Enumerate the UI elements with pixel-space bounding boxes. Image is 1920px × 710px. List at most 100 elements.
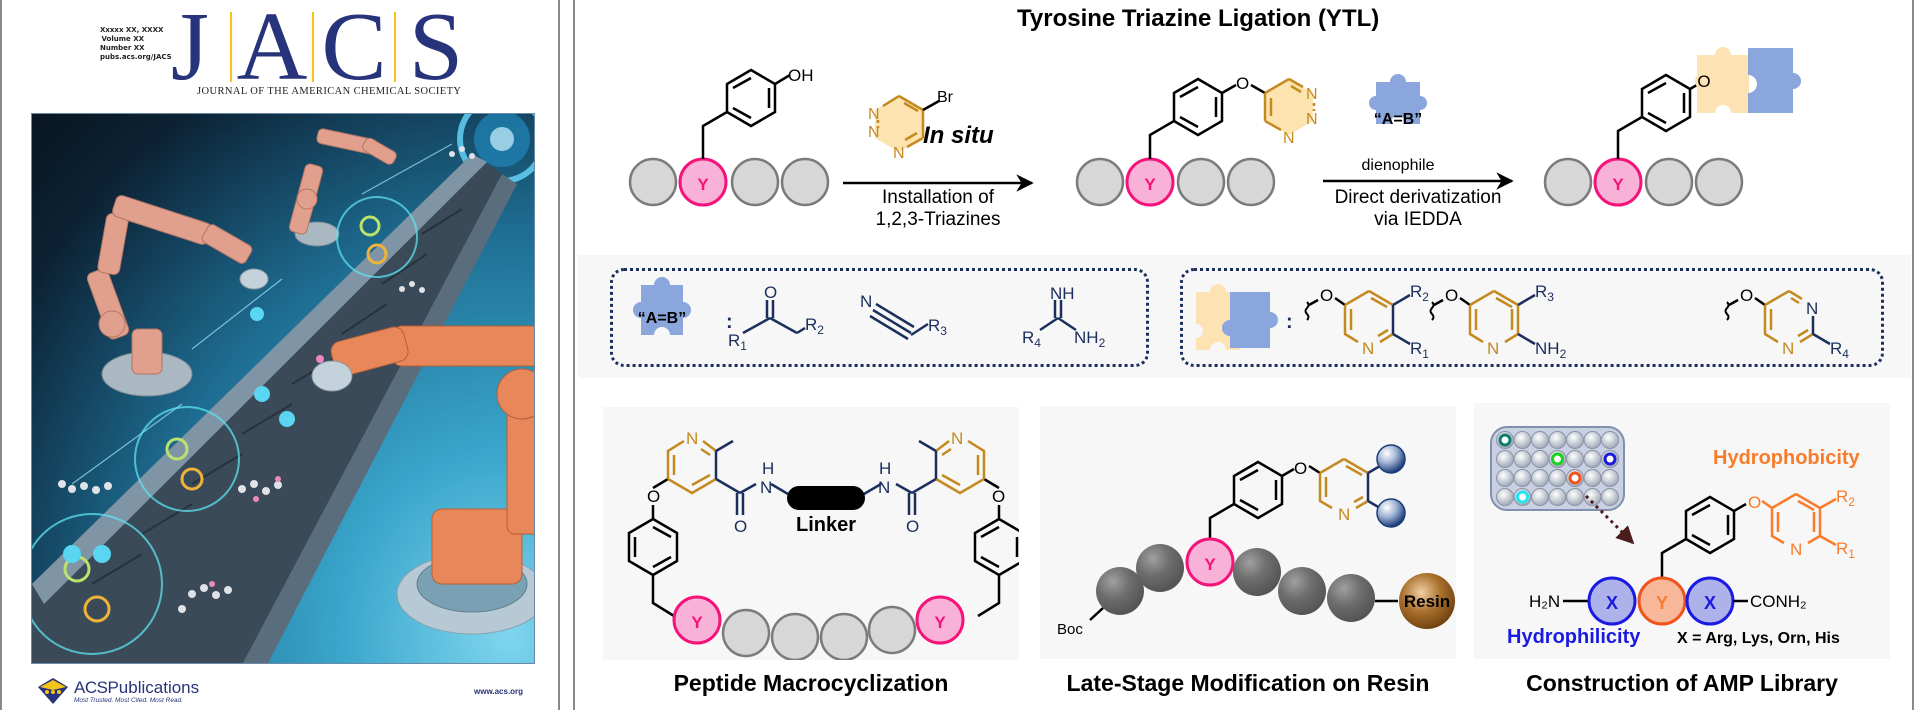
light-streak: [71, 403, 183, 485]
step1-label-line1: Installation of: [882, 187, 994, 208]
residue-bead: [1543, 157, 1593, 207]
well: [1583, 450, 1602, 468]
dienophile-label: “A=B”: [638, 310, 686, 327]
modified-tyrosine-bead: [1637, 576, 1687, 626]
r2-label: R2: [1410, 282, 1429, 304]
boc-label: Boc: [1057, 621, 1083, 638]
acs-eagle-icon: [38, 678, 68, 704]
well: [1496, 488, 1514, 506]
well: [1496, 450, 1514, 468]
resin-modification-title: Late-Stage Modification on Resin: [1066, 670, 1430, 696]
ether-oxygen: O: [1748, 493, 1761, 512]
tyrosine-label: Y: [1612, 175, 1624, 194]
atom-n: N: [1306, 86, 1318, 103]
dienophile-puzzle-icon: “A=B”: [1369, 74, 1427, 128]
macrocyclization-diagram: O O N N N H O N H O Linker Y Y: [627, 429, 1019, 660]
cover-artwork: [31, 113, 535, 664]
pyridine-nitrogen: N: [1338, 505, 1350, 524]
ether-oxygen: O: [1445, 286, 1458, 305]
conveyor-rail: [243, 174, 517, 663]
atom-spheres-oxygen: [209, 355, 324, 587]
well: [1566, 431, 1584, 449]
dienophile-label: “A=B”: [1374, 111, 1422, 128]
pyridine-product-2: O N R3 NH2: [1429, 282, 1567, 361]
atom-n: N: [868, 124, 880, 141]
linker-shape: [787, 486, 865, 510]
residue-bead: [867, 605, 917, 655]
r4-label: R4: [1022, 328, 1041, 350]
residue-bead: [1644, 157, 1694, 207]
issue-number: Number XX: [100, 44, 145, 52]
ketone-structure: [742, 300, 806, 335]
robot-arm: [311, 325, 534, 635]
amide-nitrogen: N: [878, 478, 890, 497]
product-peptide: Y O: [1543, 47, 1801, 207]
ligated-puzzle-icon: [1196, 284, 1278, 350]
nitrile-structure: [869, 302, 929, 341]
r2-label: R2: [805, 315, 824, 337]
hydrophobicity-label: Hydrophobicity: [1713, 447, 1861, 469]
resin-bead: [1399, 573, 1455, 629]
r3-label: R3: [928, 316, 947, 338]
linker-label: Linker: [796, 514, 856, 536]
publisher-suffix: Publications: [107, 677, 200, 697]
hydrophilic-bead: [1587, 576, 1637, 626]
jacs-letter-j: J: [170, 0, 210, 101]
y-residue-label: Y: [1656, 593, 1668, 613]
residue-bead: [770, 612, 820, 660]
border-line: [1912, 0, 1914, 710]
r1-label: R1: [1410, 339, 1429, 361]
residue-bead: [1694, 157, 1744, 207]
bond: [922, 99, 940, 112]
macrocyclization-title: Peptide Macrocyclization: [673, 670, 949, 696]
well: [1583, 469, 1602, 487]
tyrosine-bead: [915, 595, 965, 645]
resin-label: Resin: [1404, 592, 1450, 611]
residue-bead: [780, 157, 830, 207]
amidine-structure: [1039, 300, 1077, 332]
ether-oxygen: O: [1320, 286, 1333, 305]
amide-nitrogen: N: [760, 478, 772, 497]
issue-volume: Volume XX: [101, 35, 145, 43]
c-terminus-label: CONH₂: [1750, 592, 1807, 611]
logo-divider: [312, 12, 314, 82]
jacs-letter-s: S: [408, 0, 464, 101]
issue-metadata: Xxxxx XX, XXXX Volume XX Number XX pubs.…: [100, 26, 172, 62]
well-highlight-marker: [1603, 452, 1617, 466]
pyridine-nitrogen: N: [1362, 339, 1374, 358]
pyridine-product-1: O N R2 R1: [1304, 282, 1429, 361]
substituent-sphere: [1376, 444, 1406, 474]
divider-line: [573, 0, 575, 710]
r1-label: R1: [1836, 539, 1855, 561]
puzzle-piece-cream: [1697, 47, 1749, 113]
well: [1513, 450, 1532, 468]
light-streak: [191, 278, 283, 350]
light-streak: [361, 143, 453, 195]
pyridine-nitrogen: N: [1790, 540, 1802, 559]
pyridine-nitrogen: N: [1487, 339, 1499, 358]
separator: :: [1286, 311, 1293, 333]
residue-bead: [730, 157, 780, 207]
well: [1531, 431, 1549, 449]
x-residue-label: X: [1606, 593, 1618, 613]
r3-label: R3: [1535, 282, 1554, 304]
well: [1601, 469, 1619, 487]
well: [1548, 431, 1567, 449]
ether-oxygen: O: [1740, 286, 1753, 305]
well: [1601, 431, 1619, 449]
amp-library-diagram: Hydrophobicity O N R2 R1 H₂N X Y X CONH₂…: [1490, 426, 1861, 648]
jacs-letter-c: C: [321, 0, 387, 101]
product-scope-box: [1180, 268, 1884, 367]
well: [1513, 431, 1532, 449]
ether-oxygen-label: O: [1236, 74, 1249, 93]
well: [1531, 450, 1549, 468]
tyrosine-bead: [672, 595, 722, 645]
hydrophilicity-label: Hydrophilicity: [1507, 626, 1641, 648]
x-definition: X = Arg, Lys, Orn, His: [1677, 630, 1840, 647]
acs-publications-logo: ACSPublications Most Trusted. Most Cited…: [38, 678, 199, 704]
cover-art-illustration: [32, 114, 534, 663]
well: [1601, 488, 1619, 506]
atom-n: N: [1283, 130, 1295, 147]
nitrile-nitrogen: N: [860, 292, 872, 311]
puzzle-piece-blue: [1748, 48, 1801, 113]
